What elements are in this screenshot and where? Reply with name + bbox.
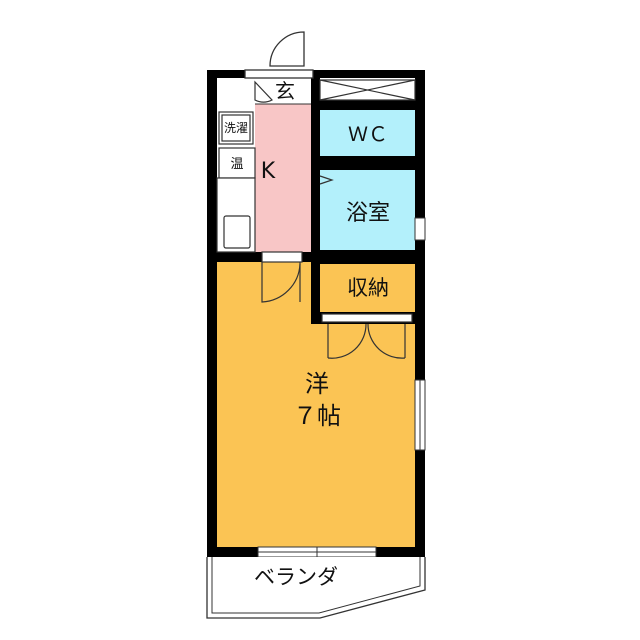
room-door <box>261 251 303 303</box>
front-door <box>244 31 314 79</box>
sink-basin <box>223 215 251 249</box>
upper-closet <box>319 79 416 101</box>
veranda-outline <box>206 557 426 619</box>
label-kitchen: K <box>261 159 276 184</box>
wall-kitchen-room <box>207 252 311 262</box>
wall-left <box>207 70 217 557</box>
kitchen-floor <box>255 102 311 252</box>
label-veranda: ベランダ <box>254 565 338 589</box>
genkan-door-swing <box>254 80 273 103</box>
wall-right-bottom <box>415 450 425 557</box>
label-western-size: ７帖 <box>293 402 341 430</box>
label-western-room: 洋 <box>305 370 329 398</box>
kitchen-fixtures <box>216 111 256 253</box>
label-washer: 洗濯 <box>224 121 248 135</box>
label-storage: 収納 <box>347 276 389 300</box>
wall-top-right <box>313 70 425 78</box>
label-bath: 浴室 <box>346 201 390 226</box>
balcony-window <box>257 546 377 558</box>
wall-top-left <box>207 70 245 78</box>
storage-doors <box>321 313 413 359</box>
side-window <box>414 379 426 451</box>
wc-floor <box>320 110 415 156</box>
washer-box <box>218 111 254 145</box>
wall-right-lower <box>415 240 425 380</box>
bath-floor <box>320 170 415 250</box>
wall-bath-storage <box>311 250 425 264</box>
label-wc: ＷＣ <box>348 122 388 146</box>
bath-door-mark <box>319 175 334 185</box>
label-heater: 温 <box>230 157 243 172</box>
wall-core-left <box>311 78 320 324</box>
wall-top-core <box>311 100 425 110</box>
wall-right-upper <box>415 70 425 218</box>
bath-window <box>414 217 426 241</box>
veranda-inner-outline <box>211 557 421 614</box>
wall-wc-bath <box>311 156 425 170</box>
label-genkan: 玄 <box>275 79 295 103</box>
